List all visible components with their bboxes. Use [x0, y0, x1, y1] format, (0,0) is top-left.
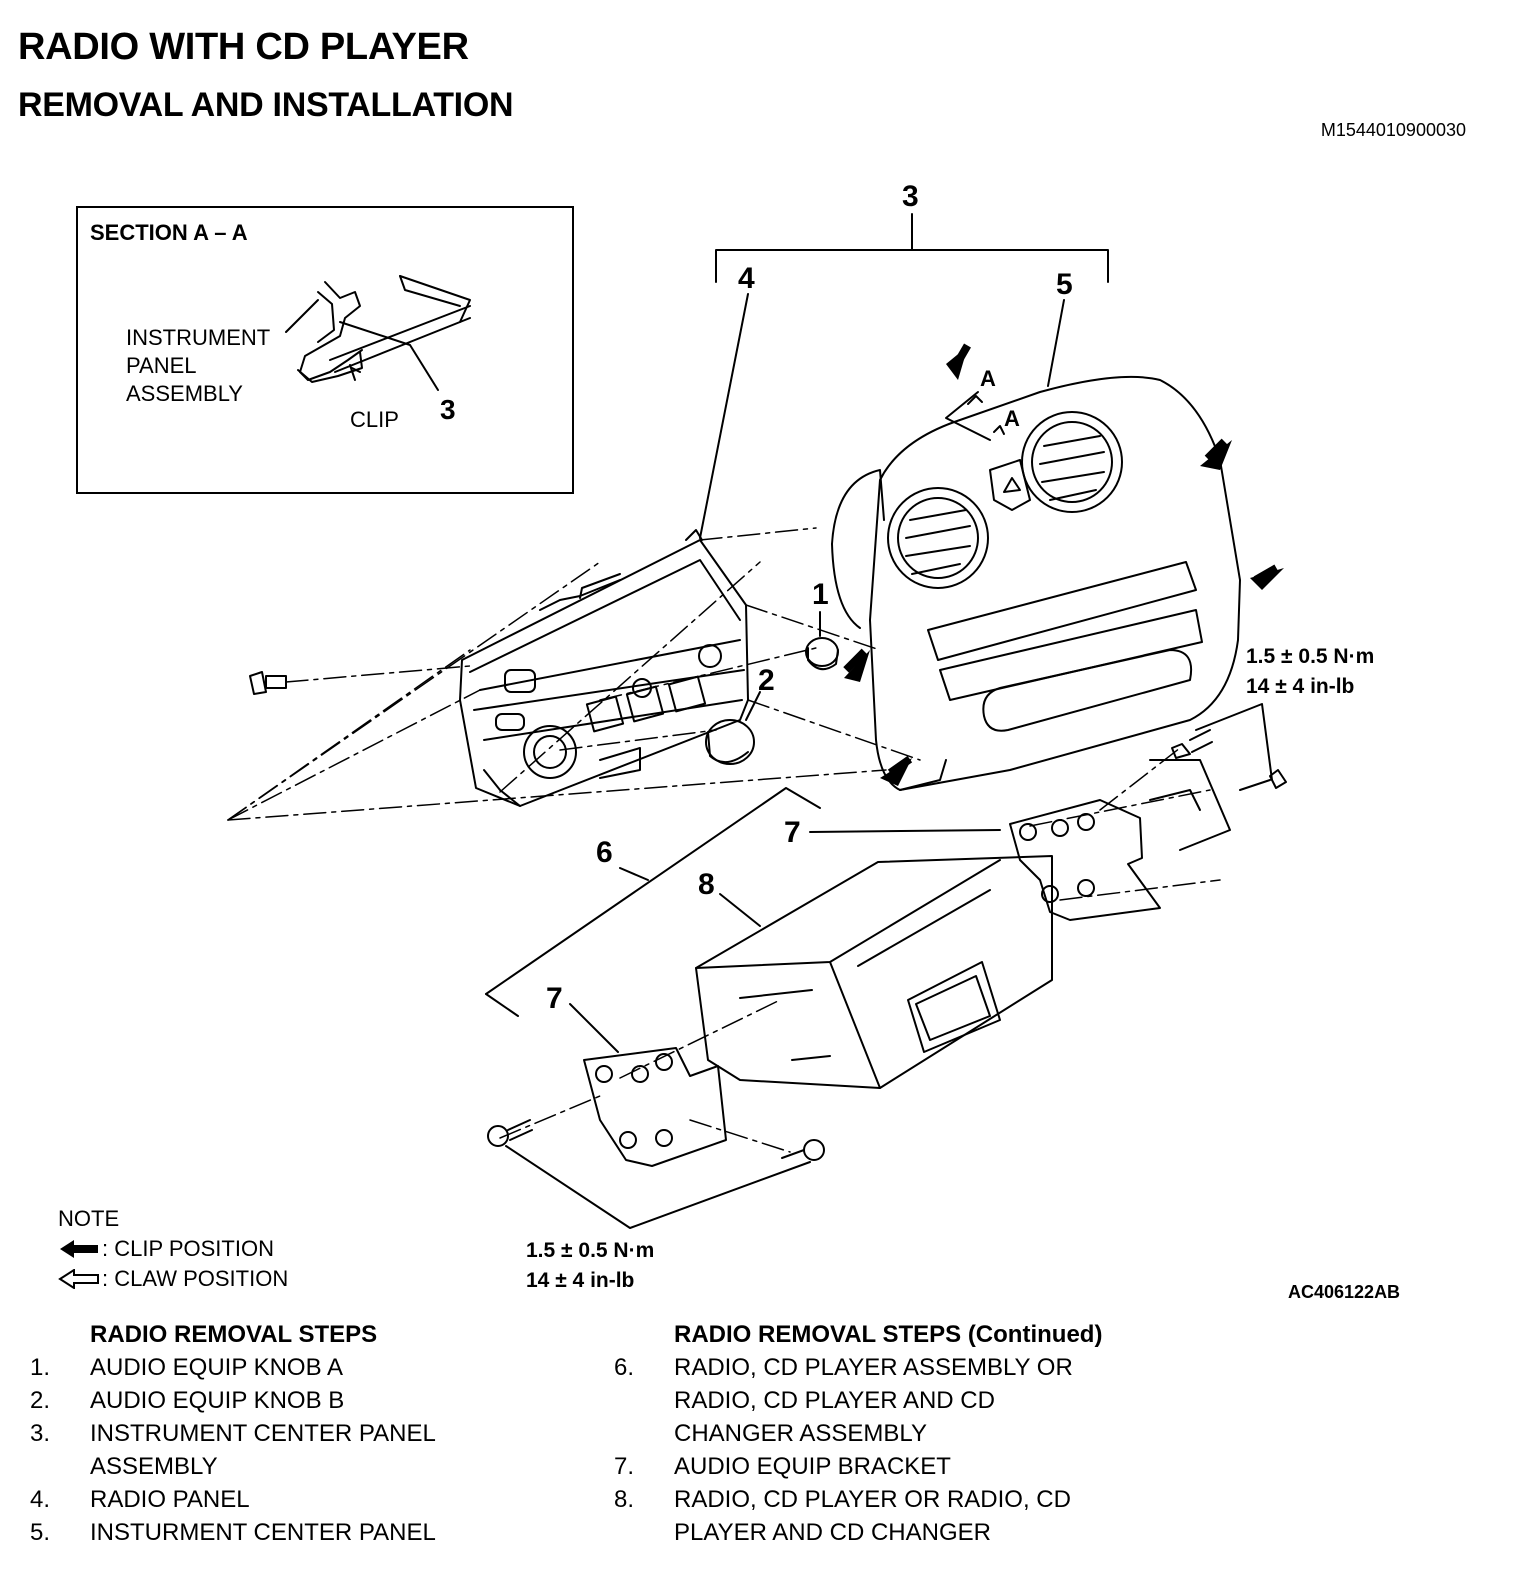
clip-arrow-icon [60, 1240, 98, 1258]
step-text: PLAYER AND CD CHANGER [674, 1519, 991, 1546]
step-row: 7. AUDIO EQUIP BRACKET [614, 1450, 1102, 1483]
step-number [30, 1450, 90, 1483]
torque-lower-leader [505, 1145, 811, 1229]
page-subtitle: REMOVAL AND INSTALLATION [18, 86, 514, 124]
step-text: AUDIO EQUIP KNOB A [90, 1354, 343, 1381]
clip-label: CLIP [350, 407, 399, 432]
step-number: 4. [30, 1486, 51, 1513]
audio-knob-a [805, 637, 839, 671]
section-a-a-box: SECTION A – A INSTRUMENT PANEL ASSEMBLY … [76, 206, 574, 494]
step-text: ASSEMBLY [90, 1453, 218, 1480]
torque-upper-leader [1195, 703, 1273, 781]
note-clip-row: : CLIP POSITION [58, 1234, 288, 1264]
steps-right-heading: RADIO REMOVAL STEPS (Continued) [674, 1321, 1103, 1348]
section-clip-detail [285, 275, 471, 391]
step-number [614, 1384, 674, 1417]
claw-arrow-icon [58, 1269, 99, 1289]
callout-6-bracket [485, 787, 1001, 1053]
audio-knob-b [705, 719, 755, 765]
screw-left [249, 671, 287, 695]
callout-4: 4 [738, 262, 755, 295]
step-row: CHANGER ASSEMBLY [614, 1417, 1102, 1450]
step-row: RADIO, CD PLAYER AND CD [614, 1384, 1102, 1417]
steps-right: RADIO REMOVAL STEPS (Continued) 6. RADIO,… [614, 1318, 1102, 1549]
note-claw-label: : CLAW POSITION [102, 1266, 289, 1291]
step-row: 8. RADIO, CD PLAYER OR RADIO, CD [614, 1483, 1102, 1516]
step-text: RADIO, CD PLAYER AND CD [674, 1387, 995, 1414]
torque-upper-imperial: 14 ± 4 in-lb [1246, 675, 1355, 698]
clip-arrows [843, 343, 1284, 786]
step-number [614, 1516, 674, 1549]
step-row: 4. RADIO PANEL [30, 1483, 510, 1516]
step-text: RADIO, CD PLAYER ASSEMBLY OR [674, 1354, 1073, 1381]
step-number: 1. [30, 1354, 51, 1381]
step-number: 8. [614, 1486, 635, 1513]
radio-cd-unit [695, 855, 1053, 1089]
exploded-view-diagram [227, 213, 1287, 1229]
step-number [614, 1417, 674, 1450]
step-text: CHANGER ASSEMBLY [674, 1420, 927, 1447]
step-number: 7. [614, 1453, 635, 1480]
torque-lower-metric: 1.5 ± 0.5 N·m [526, 1239, 655, 1262]
section-marks [945, 391, 1005, 441]
instrument-panel-label: INSTRUMENT PANEL ASSEMBLY [126, 325, 271, 406]
step-row: 6. RADIO, CD PLAYER ASSEMBLY OR [614, 1351, 1102, 1384]
torque-spec-lower: 1.5 ± 0.5 N·m 14 ± 4 in-lb [526, 1236, 654, 1296]
step-row: 2. AUDIO EQUIP KNOB B [30, 1384, 510, 1417]
callout-8: 8 [698, 868, 715, 901]
callout-2: 2 [758, 664, 775, 697]
steps-left-heading: RADIO REMOVAL STEPS [90, 1321, 378, 1348]
callout-7-lower: 7 [546, 982, 563, 1015]
step-text: INSTRUMENT CENTER PANEL [90, 1420, 436, 1447]
step-row: 3. INSTRUMENT CENTER PANEL [30, 1417, 510, 1450]
step-number: 5. [30, 1519, 51, 1546]
page-title: RADIO WITH CD PLAYER [18, 26, 469, 68]
note-claw-row: : CLAW POSITION [58, 1264, 288, 1294]
torque-spec-upper: 1.5 ± 0.5 N·m 14 ± 4 in-lb [1246, 642, 1374, 702]
audio-equip-bracket-upper [1009, 729, 1287, 921]
torque-lower-imperial: 14 ± 4 in-lb [526, 1269, 635, 1292]
figure-code: AC406122AB [1288, 1282, 1401, 1302]
step-number: 6. [614, 1354, 635, 1381]
step-row: PLAYER AND CD CHANGER [614, 1516, 1102, 1549]
step-row: ASSEMBLY [30, 1450, 510, 1483]
step-number: 2. [30, 1387, 51, 1414]
step-row: 1. AUDIO EQUIP KNOB A [30, 1351, 510, 1384]
note-clip-label: : CLIP POSITION [102, 1236, 274, 1261]
assembly-lines [227, 527, 1221, 1153]
callout-5: 5 [1056, 268, 1073, 301]
callout-7-upper: 7 [784, 816, 801, 849]
section-mark-a-lower: A [1004, 406, 1020, 431]
instrument-center-panel [831, 375, 1241, 791]
audio-equip-bracket-lower [487, 1047, 825, 1167]
step-text: AUDIO EQUIP BRACKET [674, 1453, 951, 1480]
radio-panel [459, 529, 749, 807]
step-text: RADIO, CD PLAYER OR RADIO, CD [674, 1486, 1071, 1513]
step-row: 5. INSTURMENT CENTER PANEL [30, 1516, 510, 1549]
torque-upper-metric: 1.5 ± 0.5 N·m [1246, 645, 1375, 668]
callout-3: 3 [902, 180, 919, 213]
step-text: INSTURMENT CENTER PANEL [90, 1519, 436, 1546]
steps-left: RADIO REMOVAL STEPS 1. AUDIO EQUIP KNOB A… [30, 1318, 510, 1549]
document-code: M1544010900030 [1320, 120, 1466, 140]
note-title: NOTE [58, 1206, 120, 1231]
step-number: 3. [30, 1420, 51, 1447]
callout-1: 1 [812, 578, 829, 611]
note-legend: NOTE : CLIP POSITION : CLAW POSITION [58, 1204, 288, 1294]
section-mark-a-upper: A [980, 366, 996, 391]
section-title: SECTION A – A [90, 220, 248, 245]
step-text: RADIO PANEL [90, 1486, 250, 1513]
section-callout-3: 3 [440, 394, 456, 425]
step-text: AUDIO EQUIP KNOB B [90, 1387, 345, 1414]
callout-6: 6 [596, 836, 613, 869]
callout-3-bracket [699, 213, 1109, 539]
